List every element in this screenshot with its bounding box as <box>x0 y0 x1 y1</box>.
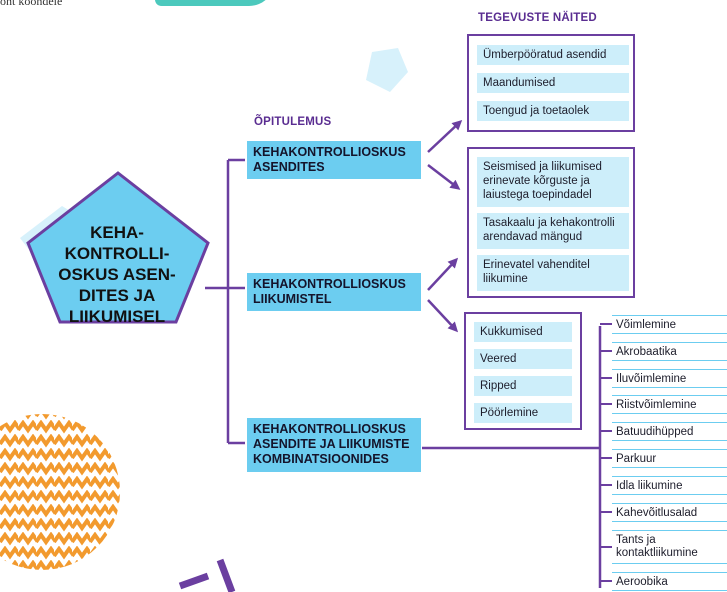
sport-item: Riistvõimlemine <box>612 395 727 414</box>
sport-item: Idla liikumine <box>612 476 727 495</box>
example-item: Ümberpööratud asendid <box>477 45 629 65</box>
outcome-liikumistel: KEHAKONTROLLIOSKUS LIIKUMISTEL <box>247 273 421 311</box>
arrow-to-asendid <box>427 119 463 153</box>
arrow-to-liikumised-1 <box>427 164 461 190</box>
outcome-line: KEHAKONTROLLIOSKUS <box>253 422 406 436</box>
connector-bracket-left <box>205 158 245 445</box>
sport-item: Parkuur <box>612 449 727 468</box>
center-pentagon <box>26 171 210 324</box>
center-title-line: LIIKUMISEL <box>68 307 166 326</box>
examples-veered-frame: Kukkumised Veered Ripped Pöörlemine <box>464 312 582 430</box>
purple-decor-bottom <box>178 558 236 592</box>
outcome-line: KEHAKONTROLLIOSKUS <box>253 277 406 291</box>
outcome-line: ASENDITE JA LIIKUMISTE <box>253 437 410 451</box>
examples-liikumised-frame: Seismised ja liikumised erinevate kõrgus… <box>467 147 635 298</box>
arrow-to-veered <box>427 299 459 333</box>
example-item: Maandumised <box>477 73 629 93</box>
center-title-line: OSKUS ASEN- <box>58 265 176 284</box>
outcome-line: LIIKUMISTEL <box>253 292 332 306</box>
sport-item: Iluvõimlemine <box>612 369 727 388</box>
orange-zigzag-decoration <box>0 414 120 570</box>
outcome-asendites: KEHAKONTROLLIOSKUS ASENDITES <box>247 141 421 179</box>
example-item: Veered <box>474 349 572 369</box>
sports-list: Võimlemine Akrobaatika Iluvõimlemine Rii… <box>612 0 727 592</box>
examples-asendid-frame: Ümberpööratud asendid Maandumised Toengu… <box>467 34 635 132</box>
example-item: Ripped <box>474 376 572 396</box>
example-item: Kukkumised <box>474 322 572 342</box>
center-title-line: DITES JA <box>78 286 156 305</box>
example-item: Seismised ja liikumised erinevate kõrgus… <box>477 157 629 207</box>
outcome-line: KEHAKONTROLLIOSKUS <box>253 145 406 159</box>
example-item: Toengud ja toetaolek <box>477 101 629 121</box>
outcome-line: KOMBINATSIOONIDES <box>253 452 389 466</box>
sport-ticks <box>600 323 612 582</box>
top-text-fragment: oht koondele <box>0 0 63 8</box>
sport-item: Kahevõitlusalad <box>612 503 727 522</box>
sport-item: Tants ja kontaktliikumine <box>612 530 727 564</box>
sport-item: Akrobaatika <box>612 342 727 361</box>
outcome-kombinatsioonides: KEHAKONTROLLIOSKUS ASENDITE JA LIIKUMIST… <box>247 418 421 472</box>
header-opitulemus: ÕPITULEMUS <box>254 116 332 128</box>
example-item: Pöörlemine <box>474 403 572 423</box>
example-item: Erinevatel vahenditel liikumine <box>477 255 629 291</box>
sport-item: Aeroobika <box>612 572 727 591</box>
teal-decoration <box>155 0 275 6</box>
arrow-to-liikumised-2 <box>427 257 459 291</box>
center-title-line: KEHA- <box>90 223 144 242</box>
sport-item: Võimlemine <box>612 315 727 334</box>
outcome-line: ASENDITES <box>253 160 325 174</box>
example-item: Tasakaalu ja kehakontrolli arendavad män… <box>477 213 629 249</box>
sport-item: Batuudihüpped <box>612 422 727 441</box>
center-title: KEHA- KONTROLLI- OSKUS ASEN- DITES JA LI… <box>48 222 186 327</box>
header-tegevuste-naited: TEGEVUSTE NÄITED <box>478 12 597 24</box>
center-title-line: KONTROLLI- <box>64 244 170 263</box>
decor-hexagon <box>366 48 408 92</box>
